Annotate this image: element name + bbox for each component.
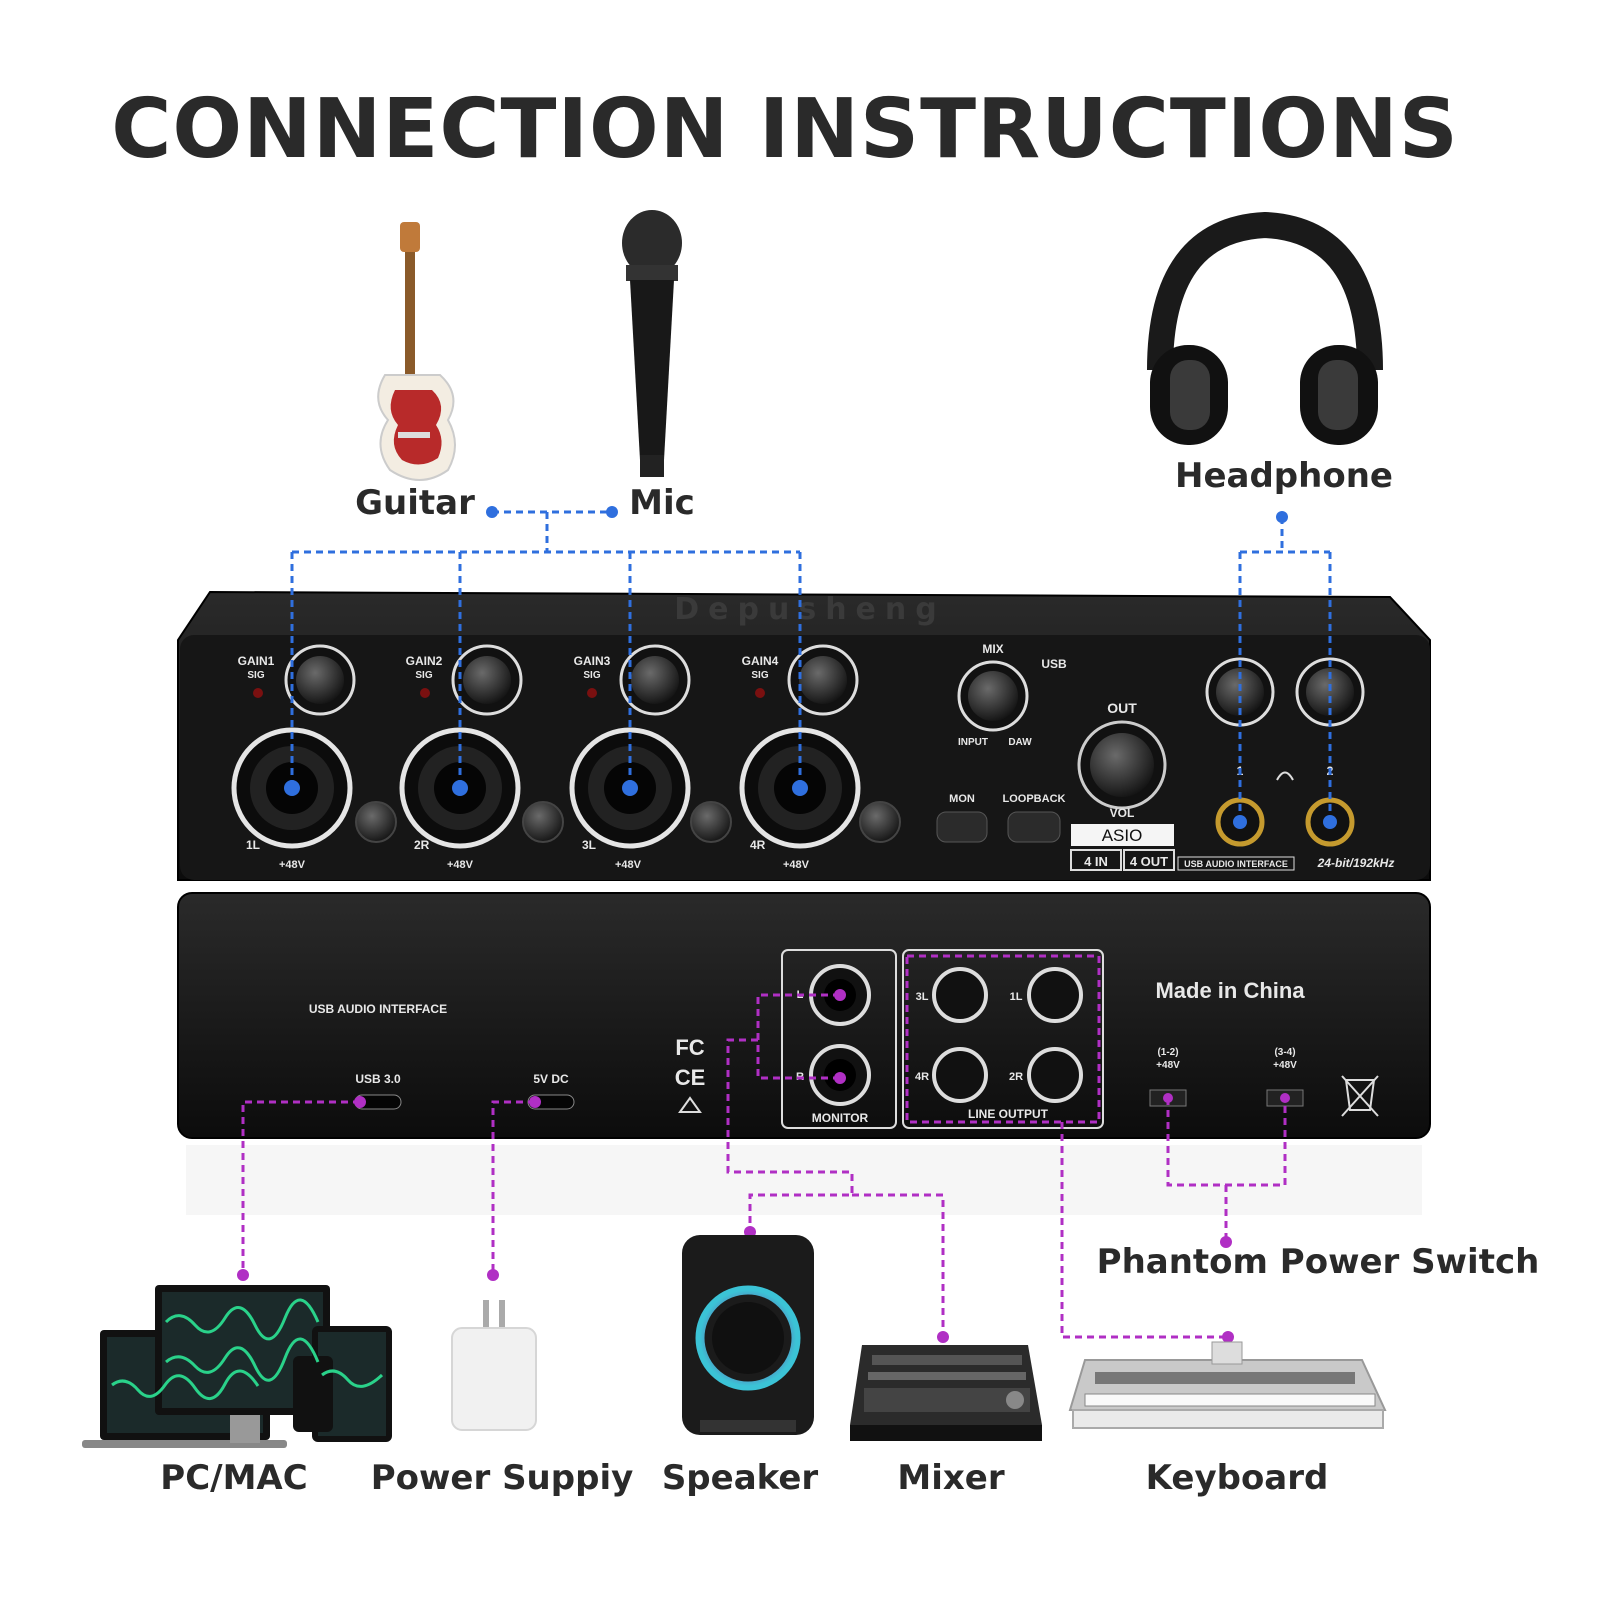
- speaker-label: Speaker: [662, 1458, 819, 1498]
- headphone-section: 1 2: [1205, 657, 1365, 847]
- line-1l-label: 1L: [1010, 991, 1023, 1003]
- pc-label: PC/MAC: [160, 1458, 307, 1498]
- mix-label: MIX: [982, 642, 1003, 656]
- line-output-box: [902, 949, 1104, 1129]
- input-connection-lines: [284, 506, 1337, 829]
- jack-label: 3L: [582, 838, 596, 852]
- gain-label: GAIN3: [574, 654, 611, 668]
- phantom-34-voltage: +48V: [1273, 1060, 1297, 1071]
- out-label: OUT: [1107, 700, 1137, 716]
- monitor-box: [781, 949, 897, 1129]
- made-in-label: Made in China: [1155, 978, 1305, 1003]
- monitor-label: MONITOR: [812, 1111, 869, 1125]
- mixer-label: Mixer: [897, 1458, 1004, 1498]
- signal-led: [587, 688, 597, 698]
- gain-label: GAIN4: [742, 654, 779, 668]
- inst-mic-switch[interactable]: [355, 801, 397, 843]
- usb-label: USB: [1041, 657, 1067, 671]
- gain-label: GAIN1: [238, 654, 275, 668]
- input-label: INPUT: [958, 737, 988, 748]
- back-panel: USB AUDIO INTERFACE USB 3.0 5V DC FC CE …: [177, 892, 1431, 1215]
- line-3l-label: 3L: [916, 991, 929, 1003]
- back-usb-audio-label: USB AUDIO INTERFACE: [309, 1002, 447, 1016]
- sig-label: SIG: [415, 670, 432, 681]
- front-center-controls: MIX USB INPUT DAW OUT VOL MON LOOPBACK A…: [936, 642, 1395, 871]
- phantom-34-label: (3-4): [1274, 1047, 1295, 1058]
- weee-icon: [1341, 1075, 1379, 1117]
- mon-label: MON: [949, 793, 975, 805]
- line-out-4r-jack[interactable]: [932, 1047, 988, 1103]
- inst-mic-switch[interactable]: [522, 801, 564, 843]
- asio-badge: [1071, 824, 1174, 846]
- line-4r-label: 4R: [915, 1071, 929, 1083]
- line-out-2r-jack[interactable]: [1027, 1047, 1083, 1103]
- ce-mark: CE: [675, 1065, 706, 1090]
- speaker-icon: [682, 1235, 814, 1435]
- jack-label: 4R: [750, 838, 766, 852]
- computer-icon: [82, 1285, 392, 1448]
- signal-led: [253, 688, 263, 698]
- gain-label: GAIN2: [406, 654, 443, 668]
- loopback-button[interactable]: [1007, 811, 1061, 843]
- keyboard-label: Keyboard: [1146, 1458, 1329, 1498]
- usb-audio-interface-label: USB AUDIO INTERFACE: [1184, 859, 1288, 869]
- phantom-label: +48V: [447, 859, 474, 871]
- headphone-symbol-icon: [1276, 771, 1294, 781]
- daw-label: DAW: [1008, 737, 1032, 748]
- usb3-label: USB 3.0: [355, 1072, 401, 1086]
- fc-mark: FC: [675, 1035, 704, 1060]
- sig-label: SIG: [583, 670, 600, 681]
- page-title: CONNECTION INSTRUCTIONS: [111, 82, 1459, 177]
- asio-text: ASIO: [1102, 826, 1143, 845]
- line-2r-label: 2R: [1009, 1071, 1023, 1083]
- headphone-icon: [1147, 211, 1383, 445]
- phantom-label: +48V: [279, 859, 306, 871]
- mon-button[interactable]: [936, 811, 988, 843]
- inst-mic-switch[interactable]: [690, 801, 732, 843]
- phantom-label: +48V: [783, 859, 810, 871]
- vol-label: VOL: [1110, 806, 1135, 820]
- headphone-label: Headphone: [1175, 456, 1393, 496]
- line-out-3l-jack[interactable]: [932, 967, 988, 1023]
- phantom-label: +48V: [615, 859, 642, 871]
- jack-label: 2R: [414, 838, 430, 852]
- four-out-label: 4 OUT: [1130, 854, 1168, 869]
- guitar-icon: [377, 222, 456, 481]
- signal-led: [420, 688, 430, 698]
- certification-icon: [678, 1096, 702, 1113]
- line-out-1l-jack[interactable]: [1027, 967, 1083, 1023]
- four-in-label: 4 IN: [1084, 854, 1108, 869]
- phantom-power-label: Phantom Power Switch: [1097, 1242, 1540, 1282]
- signal-led: [755, 688, 765, 698]
- phantom-12-label: (1-2): [1157, 1047, 1178, 1058]
- guitar-label: Guitar: [355, 483, 475, 523]
- phantom-12-voltage: +48V: [1156, 1060, 1180, 1071]
- mixer-icon: [850, 1345, 1042, 1441]
- power-label: Power Suppiy: [371, 1458, 634, 1498]
- jack-label: 1L: [246, 838, 260, 852]
- inst-mic-switch[interactable]: [859, 801, 901, 843]
- brand-logo: Depusheng: [674, 592, 945, 627]
- spec-label: 24-bit/192kHz: [1317, 856, 1395, 870]
- microphone-icon: [622, 210, 682, 477]
- sig-label: SIG: [751, 670, 768, 681]
- line-output-label: LINE OUTPUT: [968, 1107, 1049, 1121]
- mic-label: Mic: [629, 483, 695, 523]
- power-adapter-icon: [451, 1300, 537, 1431]
- dc-label: 5V DC: [533, 1072, 569, 1086]
- sig-label: SIG: [247, 670, 264, 681]
- loopback-label: LOOPBACK: [1003, 793, 1066, 805]
- keyboard-icon: [1068, 1341, 1387, 1429]
